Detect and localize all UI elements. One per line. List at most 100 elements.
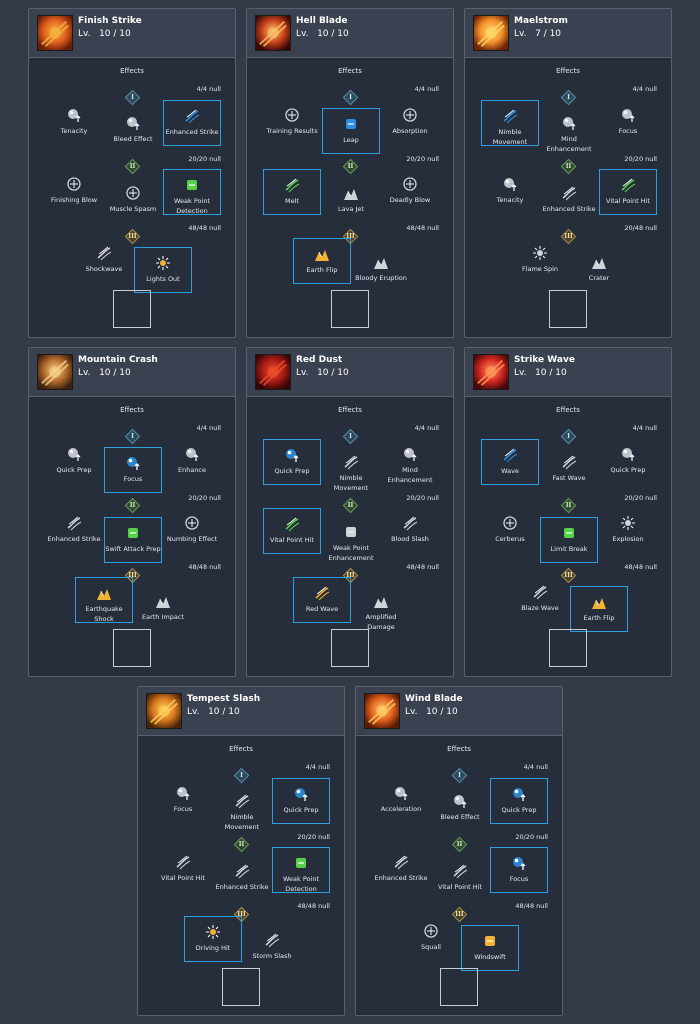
earth-flip-icon: [314, 246, 330, 262]
tripod-option-earth-flip[interactable]: Earth Flip: [570, 586, 628, 632]
tripod-option-bloody-eruption[interactable]: Bloody Eruption: [352, 247, 410, 293]
tripod-option-quick-prep[interactable]: Quick Prep: [272, 778, 330, 824]
tripod-option-quick-prep[interactable]: Quick Prep: [45, 439, 103, 485]
tripod-option-earth-impact[interactable]: Earth Impact: [134, 586, 192, 632]
effects-title: Effects: [229, 745, 253, 753]
tripod-option-vital-point-hit[interactable]: Vital Point Hit: [154, 847, 212, 893]
tripod-option-earth-flip[interactable]: Earth Flip: [293, 238, 351, 284]
tripod-option-blaze-wave[interactable]: Blaze Wave: [511, 577, 569, 623]
tripod-option-focus[interactable]: Focus: [154, 778, 212, 824]
tripod-option-deadly-blow[interactable]: Deadly Blow: [381, 169, 439, 215]
tripod-option-mind-enhancement[interactable]: Mind Enhancement: [540, 108, 598, 154]
tripod-option-shockwave[interactable]: Shockwave: [75, 238, 133, 284]
rune-slot[interactable]: [331, 629, 369, 667]
tripod-option-weak-point-enhancement[interactable]: Weak Point Enhancement: [322, 517, 380, 563]
tripod-option-weak-point-detection[interactable]: Weak Point Detection: [163, 169, 221, 215]
tripod-option-nimble-movement[interactable]: Nimble Movement: [481, 100, 539, 146]
limit-break-icon: [561, 525, 577, 541]
tripod-option-storm-slash[interactable]: Storm Slash: [243, 925, 301, 971]
tripod-option-focus[interactable]: Focus: [599, 100, 657, 146]
tripod-option-label: Tenacity: [60, 127, 88, 135]
tier-numeral: I: [240, 771, 243, 779]
tripod-option-tenacity[interactable]: Tenacity: [45, 100, 103, 146]
rune-slot[interactable]: [440, 968, 478, 1006]
tripod-option-red-wave[interactable]: Red Wave: [293, 577, 351, 623]
tripod-option-amplified-damage[interactable]: Amplified Damage: [352, 586, 410, 632]
tripod-option-earthquake-shock[interactable]: Earthquake Shock: [75, 577, 133, 623]
tripod-option-label: Absorption: [392, 127, 428, 135]
tripod-option-enhanced-strike[interactable]: Enhanced Strike: [213, 856, 271, 902]
tripod-option-leap[interactable]: Leap: [322, 108, 380, 154]
tripod-option-limit-break[interactable]: Limit Break: [540, 517, 598, 563]
tripod-option-enhanced-strike[interactable]: Enhanced Strike: [163, 100, 221, 146]
tripod-option-vital-point-hit[interactable]: Vital Point Hit: [263, 508, 321, 554]
tripod-option-quick-prep[interactable]: Quick Prep: [490, 778, 548, 824]
tripod-option-label: Blaze Wave: [521, 604, 559, 612]
tripod-option-quick-prep[interactable]: Quick Prep: [263, 439, 321, 485]
tripod-option-wave[interactable]: Wave: [481, 439, 539, 485]
tier-3-points: 48/48 null: [188, 224, 221, 232]
rune-slot[interactable]: [113, 290, 151, 328]
effects-title: Effects: [120, 406, 144, 414]
tripod-option-explosion[interactable]: Explosion: [599, 508, 657, 554]
tripod-option-label: Earth Impact: [142, 613, 184, 621]
tripod-option-flame-spin[interactable]: Flame Spin: [511, 238, 569, 284]
tripod-option-windswift[interactable]: Windswift: [461, 925, 519, 971]
weak-point-detection-icon: [184, 177, 200, 193]
skill-level: Lv. 10 / 10: [296, 29, 349, 39]
wind-blade-icon: [364, 693, 400, 729]
skill-level: Lv. 10 / 10: [514, 368, 567, 378]
tripod-option-label: Driving Hit: [195, 944, 231, 952]
tripod-option-squall[interactable]: Squall: [402, 916, 460, 962]
tripod-option-lava-jet[interactable]: Lava Jet: [322, 178, 380, 224]
tier-2-badge: II: [560, 497, 577, 514]
tripod-option-enhanced-strike[interactable]: Enhanced Strike: [372, 847, 430, 893]
rune-slot[interactable]: [549, 290, 587, 328]
tripod-option-bleed-effect[interactable]: Bleed Effect: [431, 786, 489, 832]
tripod-option-absorption[interactable]: Absorption: [381, 100, 439, 146]
rune-slot[interactable]: [331, 290, 369, 328]
tripod-option-enhanced-strike[interactable]: Enhanced Strike: [45, 508, 103, 554]
rune-slot[interactable]: [222, 968, 260, 1006]
tripod-option-training-results[interactable]: Training Results: [263, 100, 321, 146]
vital-point-hit-icon: [452, 863, 468, 879]
tier-1-points: 4/4 null: [196, 85, 221, 93]
tripod-option-label: Enhanced Strike: [374, 874, 428, 882]
tripod-option-focus[interactable]: Focus: [490, 847, 548, 893]
tripod-option-numbing-effect[interactable]: Numbing Effect: [163, 508, 221, 554]
rune-slot[interactable]: [549, 629, 587, 667]
tripod-option-enhance[interactable]: Enhance: [163, 439, 221, 485]
tripod-option-blood-slash[interactable]: Blood Slash: [381, 508, 439, 554]
swift-attack-prep-icon: [125, 525, 141, 541]
tripod-option-nimble-movement[interactable]: Nimble Movement: [213, 786, 271, 832]
rune-slot[interactable]: [113, 629, 151, 667]
tripod-option-swift-attack-prep[interactable]: Swift Attack Prep: [104, 517, 162, 563]
tripod-option-bleed-effect[interactable]: Bleed Effect: [104, 108, 162, 154]
skill-level: Lv. 10 / 10: [78, 29, 131, 39]
tripod-option-acceleration[interactable]: Acceleration: [372, 778, 430, 824]
tripod-option-label: Leap: [343, 136, 359, 144]
tripod-option-fast-wave[interactable]: Fast Wave: [540, 447, 598, 493]
tripod-option-vital-point-hit[interactable]: Vital Point Hit: [431, 856, 489, 902]
tripod-option-nimble-movement[interactable]: Nimble Movement: [322, 447, 380, 493]
tripod-option-enhanced-strike[interactable]: Enhanced Strike: [540, 178, 598, 224]
tripod-option-label: Vital Point Hit: [270, 536, 314, 544]
tripod-option-driving-hit[interactable]: Driving Hit: [184, 916, 242, 962]
skill-name: Mountain Crash: [78, 355, 158, 365]
tier-3-points: 48/48 null: [297, 902, 330, 910]
tripod-option-lights-out[interactable]: Lights Out: [134, 247, 192, 293]
tripod-option-finishing-blow[interactable]: Finishing Blow: [45, 169, 103, 215]
tripod-option-melt[interactable]: Melt: [263, 169, 321, 215]
tripod-option-label: Lava Jet: [338, 205, 364, 213]
tripod-option-tenacity[interactable]: Tenacity: [481, 169, 539, 215]
tripod-option-muscle-spasm[interactable]: Muscle Spasm: [104, 178, 162, 224]
tripod-option-mind-enhancement[interactable]: Mind Enhancement: [381, 439, 439, 485]
tier-2-points: 20/20 null: [515, 833, 548, 841]
tripod-option-vital-point-hit[interactable]: Vital Point Hit: [599, 169, 657, 215]
tripod-option-focus[interactable]: Focus: [104, 447, 162, 493]
tripod-option-quick-prep[interactable]: Quick Prep: [599, 439, 657, 485]
tripod-option-weak-point-detection[interactable]: Weak Point Detection: [272, 847, 330, 893]
tripod-option-crater[interactable]: Crater: [570, 247, 628, 293]
tripod-option-cerberus[interactable]: Cerberus: [481, 508, 539, 554]
